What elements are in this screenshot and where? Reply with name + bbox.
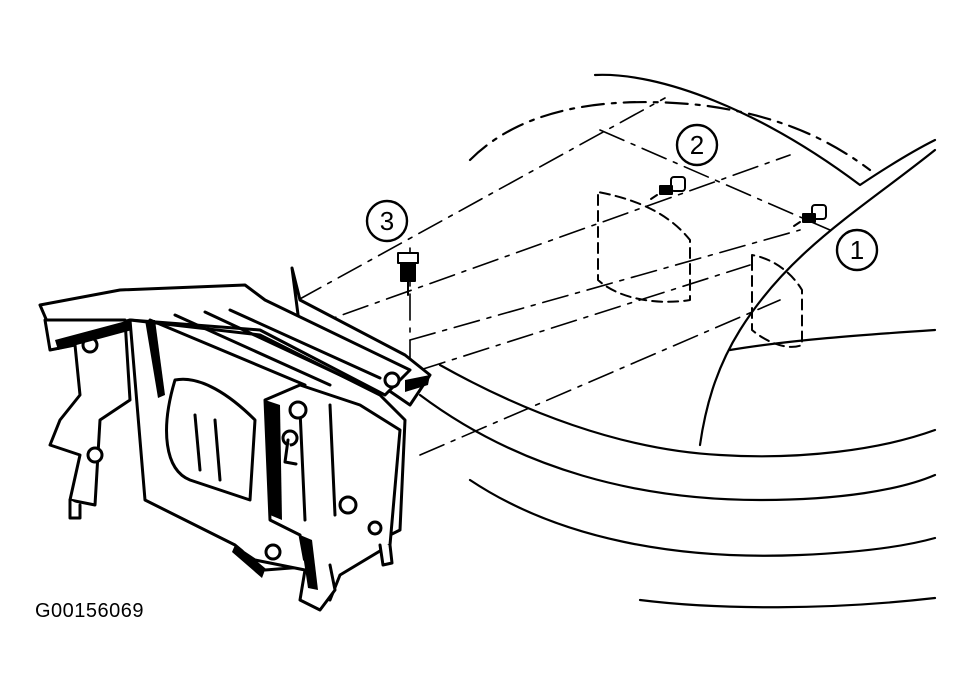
bracket-hole-3 (288, 400, 308, 420)
vehicle-body-outline (418, 73, 937, 609)
body-lower-curve-1 (438, 363, 937, 458)
body-inner-curve (728, 328, 937, 352)
align-line-4 (419, 264, 751, 371)
bracket-hole-4 (281, 429, 299, 447)
align-line-1 (297, 97, 666, 301)
bracket-rib-2 (173, 313, 332, 387)
body-front-curve (698, 148, 937, 447)
bolt-1-icon (793, 204, 827, 227)
bracket-hole-6 (264, 543, 282, 561)
bracket-hole-7 (383, 371, 401, 389)
bracket-shading (55, 320, 430, 590)
bracket-rib-5 (298, 408, 307, 522)
mounting-recesses (597, 191, 803, 348)
bolt-3-icon (397, 252, 419, 296)
callout-2: 2 (675, 123, 719, 167)
bracket-rib-8 (213, 418, 222, 482)
bracket-stud-right (378, 543, 394, 567)
bracket-hole-8 (367, 520, 383, 536)
align-line-5 (419, 299, 781, 456)
align-line-3 (409, 229, 801, 341)
figure-id-label: G00156069 (35, 600, 145, 622)
fasteners (397, 176, 827, 296)
bracket-rib-6 (328, 403, 337, 517)
align-line-2 (299, 154, 791, 331)
callout-1: 1 (835, 228, 879, 272)
recess-right (751, 254, 803, 348)
body-dashed-contour (468, 100, 872, 172)
body-bottom-curve (638, 596, 937, 609)
alignment-lines (297, 97, 831, 456)
headlamp-bracket-assembly (38, 266, 432, 612)
body-lower-curve-3 (468, 478, 937, 557)
recess-left (597, 191, 691, 303)
bracket-hole-2 (86, 446, 104, 464)
callout-3: 3 (365, 199, 409, 243)
bracket-stud-center (283, 438, 298, 466)
bracket-rib-7 (193, 413, 202, 472)
callout-3-number: 3 (380, 206, 394, 236)
bracket-rib-3 (203, 310, 357, 384)
align-line-6 (599, 129, 831, 231)
callout-1-number: 1 (850, 235, 864, 265)
bracket-rib-4 (228, 308, 382, 380)
bolt-2-icon (650, 176, 686, 200)
callout-2-number: 2 (690, 130, 704, 160)
bracket-stud-bottom (68, 498, 82, 520)
body-upper-curve (593, 73, 937, 187)
body-lower-curve-2 (418, 393, 937, 502)
bracket-inner-panel (165, 377, 257, 502)
bracket-hole-5 (338, 495, 358, 515)
bracket-rib-1 (148, 318, 307, 387)
